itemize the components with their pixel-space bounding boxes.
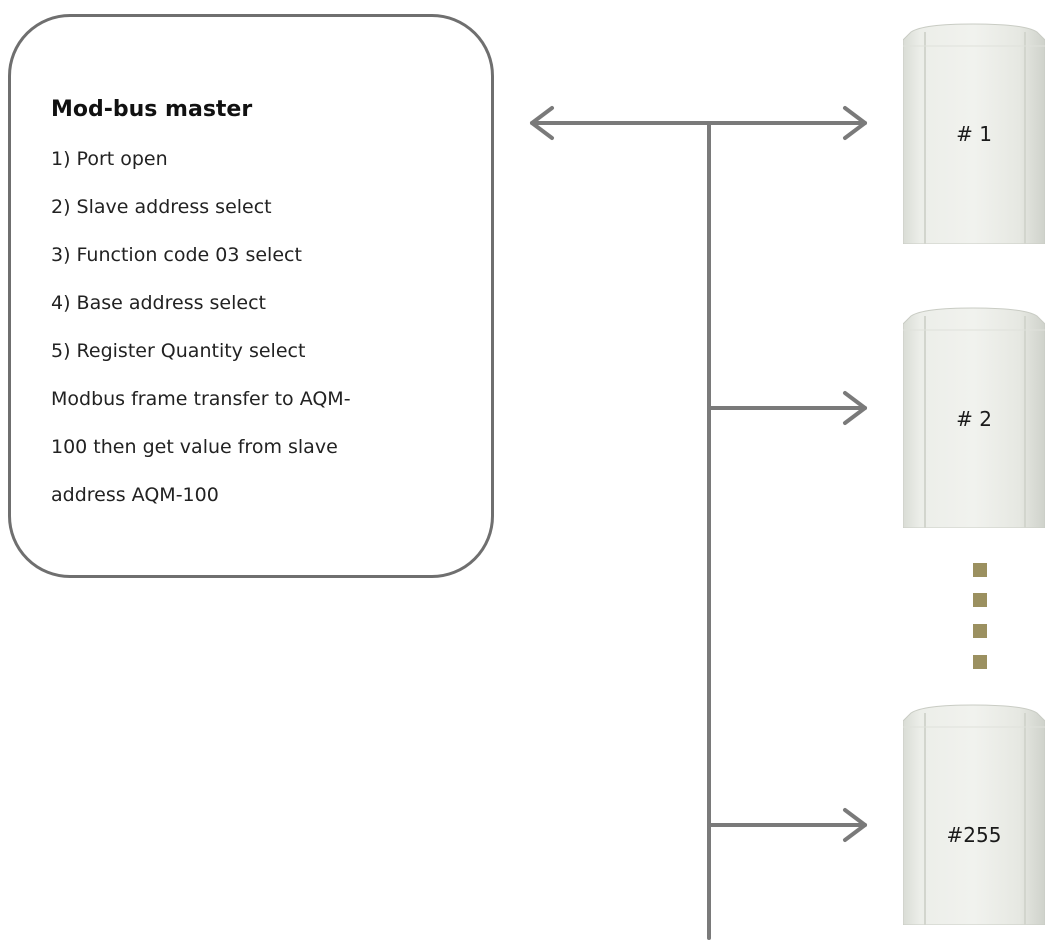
master-description-line-1: Modbus frame transfer to AQM- (51, 388, 351, 410)
arrowhead-right-device-1 (843, 106, 867, 140)
arrowhead-right-device-255 (843, 808, 867, 842)
device-1: # 1 (903, 22, 1045, 244)
device-label: #255 (946, 823, 1002, 847)
master-title: Mod-bus master (51, 97, 253, 122)
master-step-2: 2) Slave address select (51, 196, 272, 218)
arrowhead-right-device-2 (843, 391, 867, 425)
ellipsis-dot (973, 593, 987, 607)
master-step-5: 5) Register Quantity select (51, 340, 306, 362)
modbus-master-box (8, 14, 494, 578)
master-description-line-2: 100 then get value from slave (51, 436, 338, 458)
master-description-line-3: address AQM-100 (51, 484, 219, 506)
ellipsis-dot (973, 624, 987, 638)
sensor-module-icon (903, 23, 1045, 244)
device-2: # 2 (903, 306, 1045, 528)
master-step-4: 4) Base address select (51, 292, 266, 314)
master-step-1: 1) Port open (51, 148, 168, 170)
ellipsis-dot (973, 563, 987, 577)
sensor-module-icon (903, 704, 1045, 925)
master-step-3: 3) Function code 03 select (51, 244, 302, 266)
ellipsis-dot (973, 655, 987, 669)
device-label: # 2 (956, 407, 992, 431)
arrowhead-left (530, 106, 554, 140)
device-label: # 1 (956, 122, 992, 146)
device-255: #255 (903, 703, 1045, 925)
sensor-module-icon (903, 307, 1045, 528)
